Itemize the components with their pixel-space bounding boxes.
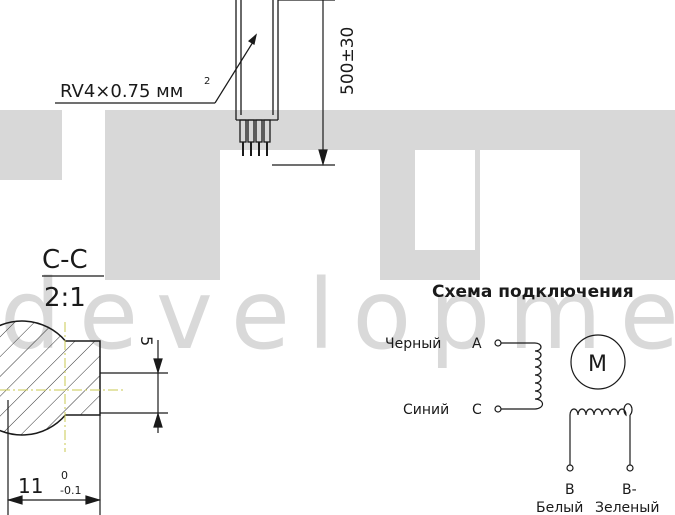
wiring-diagram: [494, 334, 634, 472]
wire-spec-label: RV4×0.75 мм: [60, 81, 183, 102]
flat-dimension: [100, 340, 168, 433]
scheme-title: Схема подключения: [432, 282, 634, 302]
diameter-dimension: [6, 400, 102, 515]
watermark-shapes: [0, 110, 675, 280]
diameter-lower: -0.1: [60, 484, 81, 497]
wire-a-label: A: [472, 336, 482, 352]
length-dimension-label: 500±30: [338, 27, 358, 95]
wire-leader: [55, 33, 257, 104]
flat-dimension-label: 5: [137, 336, 156, 346]
diameter-base: 11: [18, 474, 43, 498]
diameter-upper: 0: [61, 469, 68, 482]
motor-label: M: [588, 352, 607, 377]
color-white-label: Белый: [536, 500, 583, 515]
section-scale: 2:1: [44, 283, 86, 313]
length-dimension: [318, 0, 328, 167]
terminal-bminus-label: B-: [622, 482, 637, 498]
watermark-text: development: [0, 259, 675, 371]
wire-blue-label: Синий: [403, 402, 449, 418]
color-green-label: Зеленый: [595, 500, 659, 515]
watermark-cutouts: [220, 150, 580, 280]
wire-black-label: Черный: [385, 336, 441, 352]
wire-c-label: C: [472, 402, 482, 418]
section-name: С-С: [42, 245, 88, 275]
wire-spec-sup: 2: [204, 76, 210, 87]
cable-assembly: [235, 0, 335, 166]
terminal-b-label: B: [565, 482, 575, 498]
